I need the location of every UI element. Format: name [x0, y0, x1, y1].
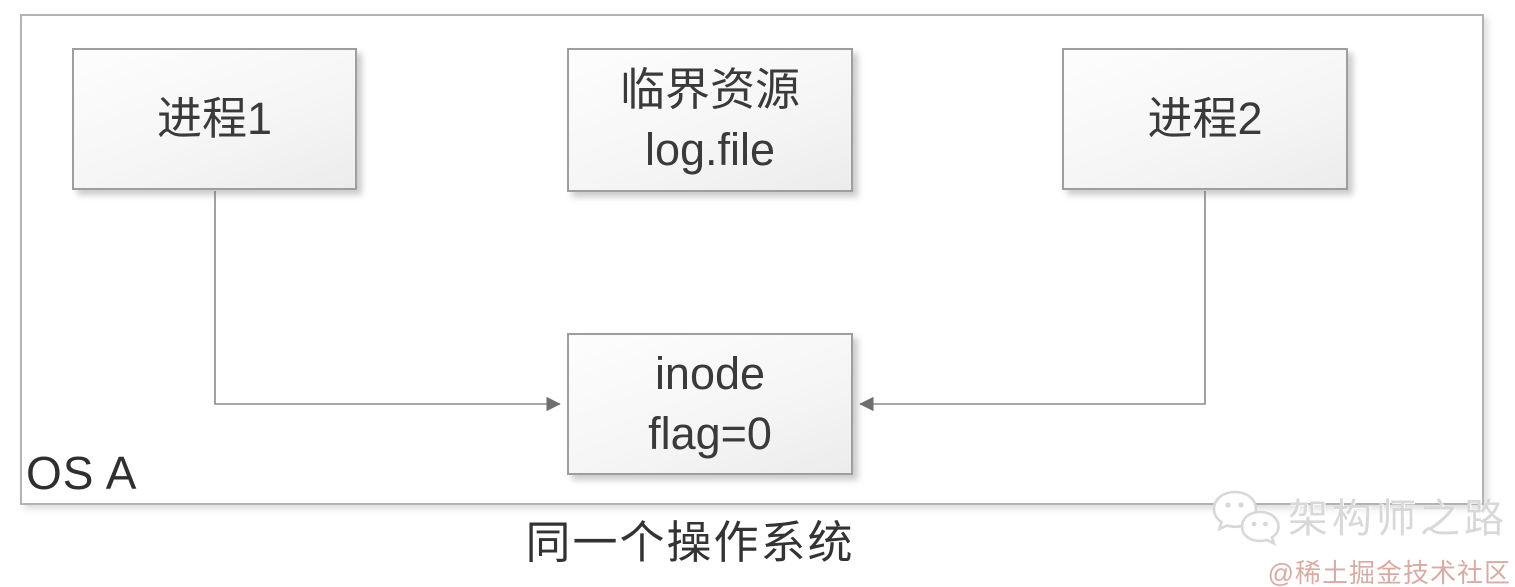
diagram-caption: 同一个操作系统 — [525, 517, 855, 568]
critical-resource-filename: log.file — [644, 124, 776, 175]
process1-node: 进程1 — [72, 48, 357, 190]
process2-node: 进程2 — [1062, 48, 1348, 190]
process2-label: 进程2 — [1147, 93, 1263, 144]
inode-flag-value: flag=0 — [648, 408, 772, 459]
inode-title: inode — [654, 348, 766, 399]
os-a-label: OS A — [26, 447, 138, 499]
watermark-credit-text: @稀土掘金技术社区 — [1267, 558, 1511, 587]
critical-resource-title: 临界资源 — [619, 64, 800, 115]
watermark-brand-text: 架构师之路 — [1288, 497, 1508, 541]
process1-label: 进程1 — [156, 93, 273, 144]
wechat-bubbles-icon — [1212, 490, 1280, 547]
watermark: 架构师之路 — [1208, 486, 1508, 552]
critical-resource-node: 临界资源 log.file — [567, 48, 853, 192]
inode-node: inode flag=0 — [567, 333, 853, 475]
